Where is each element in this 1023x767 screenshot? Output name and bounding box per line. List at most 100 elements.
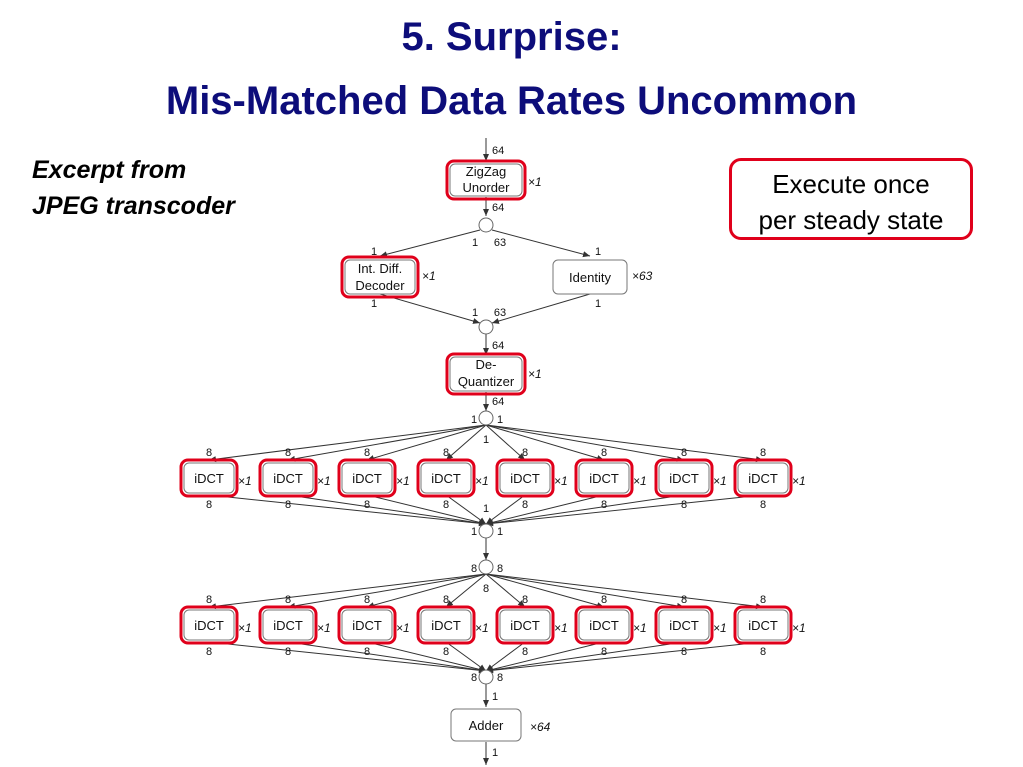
intdiff-node-box: [344, 259, 416, 295]
idct-row1-multiplicity-8: ×1: [792, 474, 806, 488]
idct-row2-out-rate-6: 8: [601, 646, 607, 658]
idct-row1-out-edge-5: [485, 494, 526, 525]
idct-row2-out-rate-1: 8: [206, 646, 212, 658]
join2-right-rate: 1: [497, 526, 503, 538]
identity-out-rate: 1: [595, 298, 601, 310]
idct-row1-in-rate-5: 8: [522, 447, 528, 459]
adder-out-rate: 1: [492, 747, 498, 759]
idct-row2-label-2: iDCT: [273, 618, 303, 633]
idct-row1-node-8-highlight: [733, 458, 793, 498]
join3-left-rate: 8: [471, 672, 477, 684]
idct-row2-node-1-highlight: [179, 605, 239, 645]
idct-row2-node-6-box: [578, 609, 630, 641]
idct-row1-label-3: iDCT: [352, 471, 382, 486]
join2-node: [478, 523, 494, 539]
intdiff-label-line2: Decoder: [355, 278, 405, 293]
idct-row1-out-edge-6: [485, 494, 605, 526]
idct-row1-node-4-highlight: [416, 458, 476, 498]
idct-row1-out-rate-5: 8: [522, 499, 528, 511]
idct-row1-out-edge-7: [485, 494, 685, 526]
join3-right-rate: 8: [497, 672, 503, 684]
idct-row2-out-edge-7: [485, 641, 685, 673]
edge-identity-join1: [491, 293, 591, 324]
excerpt-caption: Excerpt from JPEG transcoder: [32, 152, 235, 224]
idct-row2-in-edge-7: [485, 573, 685, 609]
adder-label: Adder: [469, 718, 504, 733]
idct-row2-label-3: iDCT: [352, 618, 382, 633]
idct-row1-out-rate-4: 8: [443, 499, 449, 511]
graph-edges: [208, 138, 764, 765]
excerpt-line2: JPEG transcoder: [32, 192, 235, 220]
idct-row2-out-edge-2: [287, 641, 487, 673]
intdiff-in-rate: 1: [371, 246, 377, 258]
idct-row2-out-rate-8: 8: [760, 646, 766, 658]
idct-row2-node-2-box: [262, 609, 314, 641]
edge-split1-intdiff: [379, 229, 481, 258]
idct-row2-in-edge-1: [208, 573, 487, 610]
idct-row2-node-1-box: [183, 609, 235, 641]
idct-row2-in-edge-6: [485, 573, 605, 609]
idct-row1-node-1-box: [183, 462, 235, 494]
idct-row1-label-1: iDCT: [194, 471, 224, 486]
intdiff-label-line1: Int. Diff.: [358, 261, 403, 276]
idct-row2-out-rate-5: 8: [522, 646, 528, 658]
identity-label: Identity: [569, 270, 611, 285]
idct-row1-out-edge-1: [208, 494, 487, 527]
excerpt-line1: Excerpt from: [32, 156, 187, 184]
idct-row2-out-rate-7: 8: [681, 646, 687, 658]
split2-right-rate: 1: [497, 414, 503, 426]
idct-row2-node-4-highlight: [416, 605, 476, 645]
idct-row1-multiplicity-3: ×1: [396, 474, 410, 488]
join1-out-rate: 64: [492, 340, 504, 352]
idct-row1-in-edge-5: [485, 424, 526, 461]
idct-row2-node-3-box: [341, 609, 393, 641]
dequant-label-line2: Quantizer: [458, 374, 515, 389]
idct-row2-node-6-highlight: [574, 605, 634, 645]
idct-row2-multiplicity-6: ×1: [633, 621, 647, 635]
idct-row1-multiplicity-4: ×1: [475, 474, 489, 488]
callout-line2: per steady state: [758, 205, 944, 235]
idct-row1-multiplicity-5: ×1: [554, 474, 568, 488]
idct-row1-in-rate-2: 8: [285, 447, 291, 459]
idct-row1-node-8-box: [737, 462, 789, 494]
idct-row1-label-4: iDCT: [431, 471, 461, 486]
idct-row2-multiplicity-5: ×1: [554, 621, 568, 635]
idct-row2-in-edge-5: [485, 573, 526, 608]
idct-row1-in-edge-4: [445, 424, 487, 461]
idct-row2-node-5-highlight: [495, 605, 555, 645]
zigzag-node-box: [449, 163, 523, 197]
idct-row1-in-edge-7: [485, 424, 685, 462]
zigzag-label-line1: ZigZag: [466, 164, 506, 179]
idct-row2-in-rate-8: 8: [760, 594, 766, 606]
idct-row2-in-edge-3: [366, 573, 487, 609]
zigzag-multiplicity: ×1: [528, 175, 542, 189]
idct-row1-node-3-highlight: [337, 458, 397, 498]
split1-node: [478, 217, 494, 233]
idct-row1-out-rate-6: 8: [601, 499, 607, 511]
idct-row1-in-rate-6: 8: [601, 447, 607, 459]
idct-row2-node-7-box: [658, 609, 710, 641]
dequant-multiplicity: ×1: [528, 367, 542, 381]
idct-row1-multiplicity-7: ×1: [713, 474, 727, 488]
split1-left-rate: 1: [472, 237, 478, 249]
idct-row1-out-edge-8: [485, 494, 764, 527]
idct-row2-multiplicity-2: ×1: [317, 621, 331, 635]
idct-row2-in-rate-7: 8: [681, 594, 687, 606]
idct-row2-out-edge-3: [366, 641, 487, 673]
idct-row1-node-5-box: [499, 462, 551, 494]
idct-row2-multiplicity-7: ×1: [713, 621, 727, 635]
adder-node-box: [450, 708, 522, 742]
idct-row2-in-rate-3: 8: [364, 594, 370, 606]
idct-row2-node-8-highlight: [733, 605, 793, 645]
idct-row1-out-rate-1: 8: [206, 499, 212, 511]
join3-out-rate: 1: [492, 691, 498, 703]
split2-node: [478, 410, 494, 426]
split2-left-rate: 1: [471, 414, 477, 426]
idct-row1-node-2-box: [262, 462, 314, 494]
idct-row1-node-7-highlight: [654, 458, 714, 498]
idct-row1-in-edge-8: [485, 424, 764, 463]
zigzag-in-rate: 64: [492, 145, 504, 157]
dequant-label-line1: De-: [476, 357, 497, 372]
